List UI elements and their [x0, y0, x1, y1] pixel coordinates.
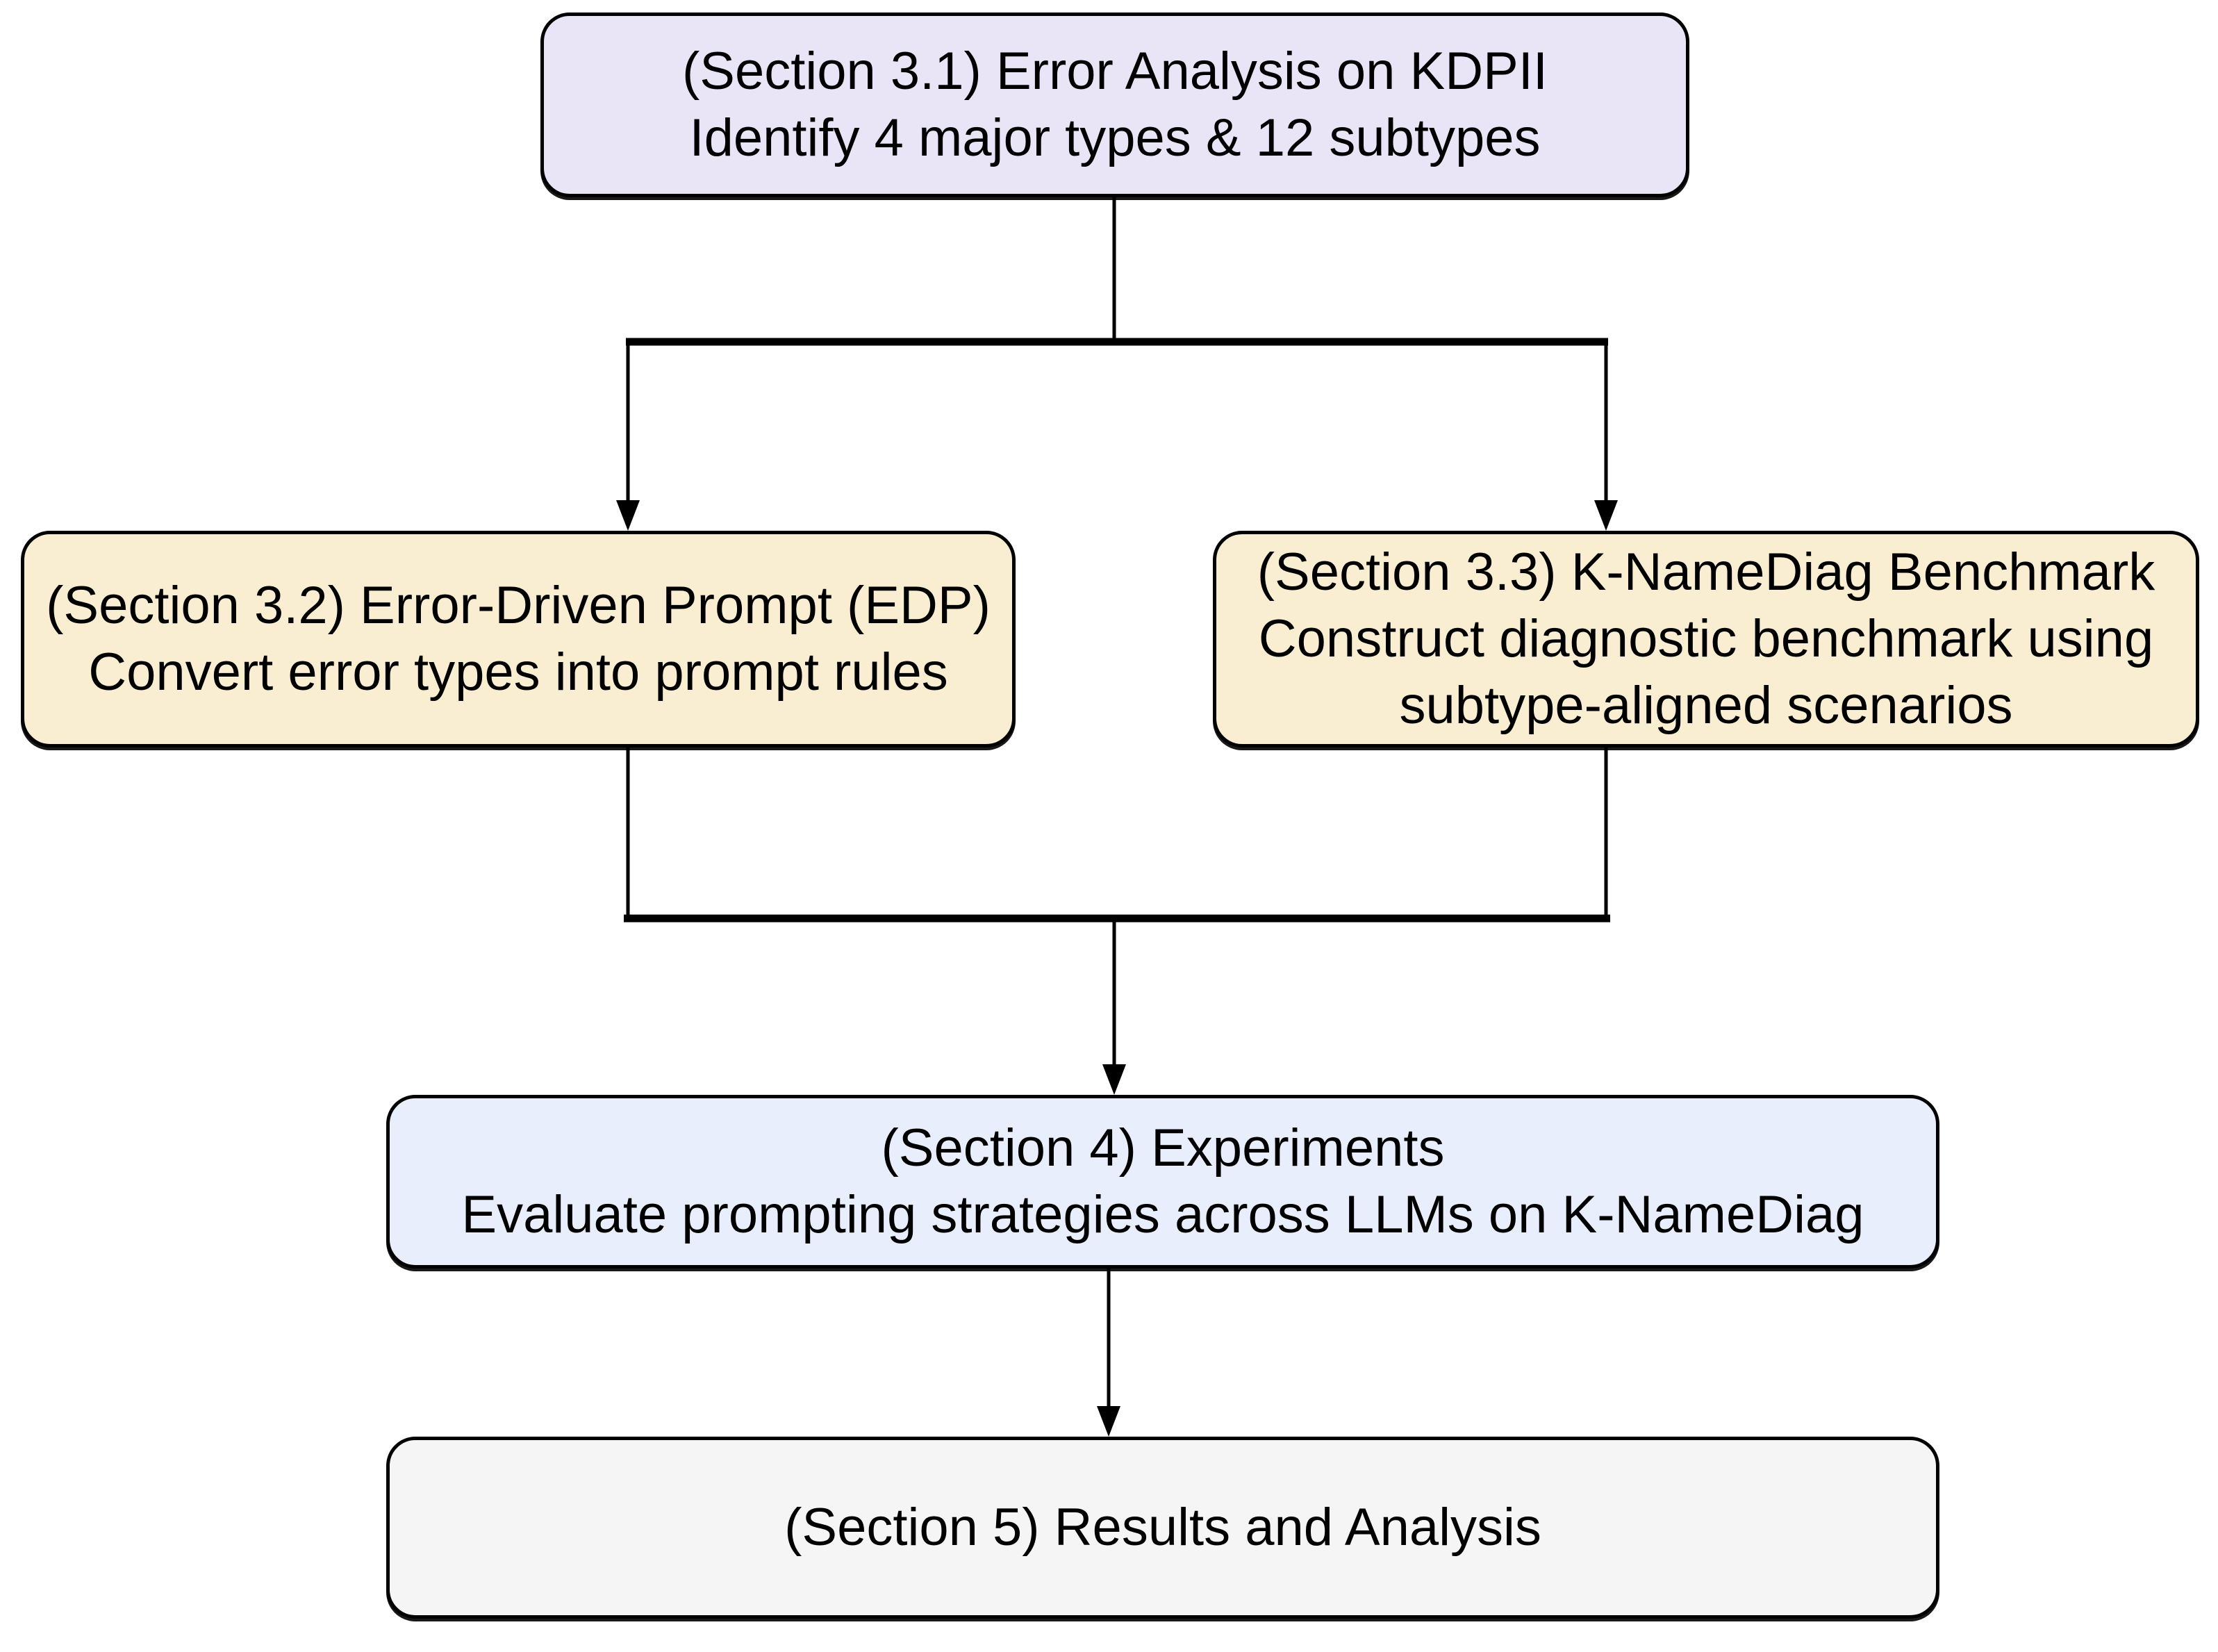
node-section-3-2-error-driven-prompt: (Section 3.2) Error-Driven Prompt (EDP) …	[21, 531, 1016, 747]
node-section-3-3-k-namediag-benchmark: (Section 3.3) K-NameDiag Benchmark Const…	[1213, 531, 2199, 747]
node-text-line: (Section 3.3) K-NameDiag Benchmark	[1257, 543, 2155, 602]
node-text-line: (Section 4) Experiments	[881, 1118, 1445, 1178]
node-section-4-experiments: (Section 4) Experiments Evaluate prompti…	[386, 1095, 1939, 1269]
node-text-line: (Section 3.2) Error-Driven Prompt (EDP)	[46, 576, 991, 635]
node-section-3-1-error-analysis: (Section 3.1) Error Analysis on KDPII Id…	[540, 13, 1689, 197]
node-text-line: Evaluate prompting strategies across LLM…	[461, 1185, 1864, 1244]
arrowhead-sec5	[1097, 1406, 1120, 1437]
node-text-line: Construct diagnostic benchmark using	[1258, 609, 2154, 668]
node-text-line: Identify 4 major types & 12 subtypes	[689, 108, 1541, 167]
arrowhead-sec32	[616, 500, 640, 531]
node-text-line: Convert error types into prompt rules	[88, 643, 948, 702]
arrowhead-sec4	[1102, 1064, 1126, 1095]
node-text-line: (Section 3.1) Error Analysis on KDPII	[681, 42, 1548, 101]
arrowhead-sec33	[1594, 500, 1618, 531]
node-section-5-results-and-analysis: (Section 5) Results and Analysis	[386, 1437, 1939, 1619]
node-text-line: subtype-aligned scenarios	[1399, 676, 2013, 735]
node-text-line: (Section 5) Results and Analysis	[784, 1498, 1541, 1557]
